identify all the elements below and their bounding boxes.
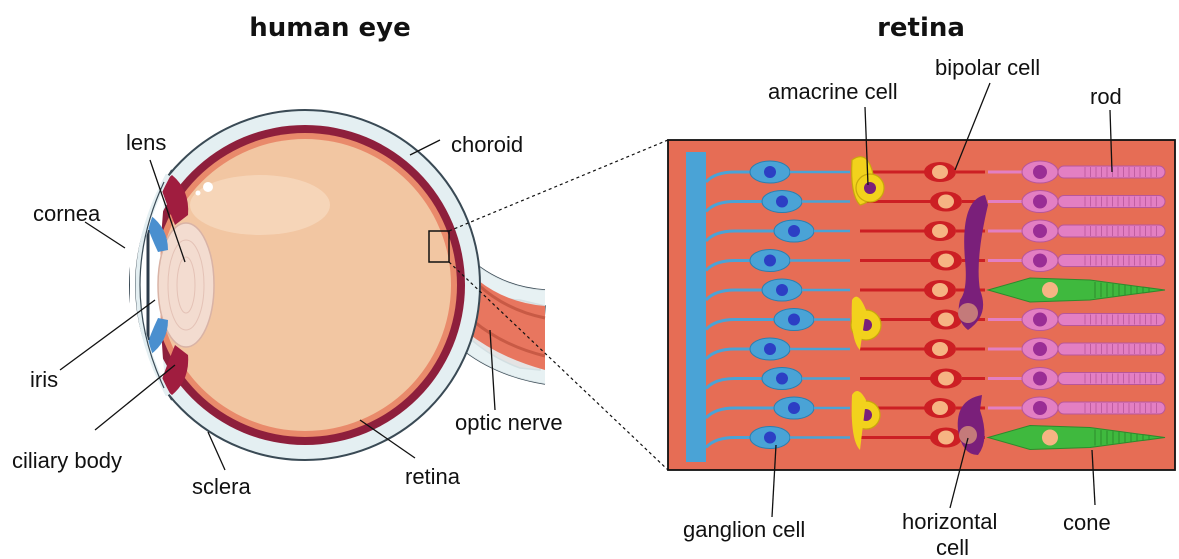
label-choroid: choroid [451, 132, 523, 157]
label-optic-nerve: optic nerve [455, 410, 563, 435]
label-cone: cone [1063, 510, 1111, 535]
cone-nucleus [1042, 430, 1058, 446]
bipolar-nucleus [932, 342, 948, 356]
label-eye-retina: retina [405, 464, 461, 489]
label-iris: iris [30, 367, 58, 392]
human-eye-illustration [130, 110, 545, 460]
rod-nucleus [1033, 224, 1047, 238]
label-cornea: cornea [33, 201, 101, 226]
nerve-fiber-layer [686, 152, 706, 462]
rod-nucleus [1033, 195, 1047, 209]
ganglion-nucleus [764, 255, 776, 267]
cone-nucleus [1042, 282, 1058, 298]
bipolar-nucleus [932, 165, 948, 179]
bipolar-nucleus [938, 313, 954, 327]
rod-outer-segment [1058, 373, 1165, 385]
ganglion-nucleus [764, 343, 776, 355]
retina-title: retina [877, 13, 965, 43]
retina-background [668, 140, 1175, 470]
ganglion-nucleus [776, 196, 788, 208]
bipolar-nucleus [938, 254, 954, 268]
ganglion-nucleus [788, 314, 800, 326]
label-rod: rod [1090, 84, 1122, 109]
bipolar-nucleus [938, 195, 954, 209]
zoom-line-bottom [449, 262, 668, 470]
bipolar-nucleus [938, 372, 954, 386]
rod-outer-segment [1058, 255, 1165, 267]
rod-nucleus [1033, 342, 1047, 356]
bipolar-nucleus [938, 431, 954, 445]
ganglion-nucleus [776, 284, 788, 296]
bipolar-nucleus [932, 401, 948, 415]
rod-nucleus [1033, 401, 1047, 415]
rod-nucleus [1033, 372, 1047, 386]
rod-outer-segment [1058, 343, 1165, 355]
label-bipolar-cell: bipolar cell [935, 55, 1040, 80]
rod-nucleus [1033, 254, 1047, 268]
rod-nucleus [1033, 165, 1047, 179]
rod-outer-segment [1058, 402, 1165, 414]
label-sclera: sclera [192, 474, 251, 499]
label-horizontal-cell-line2: cell [936, 535, 969, 559]
label-lens: lens [126, 130, 166, 155]
bipolar-nucleus [932, 283, 948, 297]
rod-nucleus [1033, 313, 1047, 327]
rod-outer-segment [1058, 225, 1165, 237]
rod-outer-segment [1058, 196, 1165, 208]
label-horizontal-cell-line1: horizontal [902, 509, 997, 534]
retina-panel [668, 140, 1175, 470]
label-amacrine-cell: amacrine cell [768, 79, 898, 104]
ganglion-nucleus [776, 373, 788, 385]
label-ganglion-cell: ganglion cell [683, 517, 805, 542]
ganglion-nucleus [788, 225, 800, 237]
ganglion-nucleus [764, 432, 776, 444]
rod-outer-segment [1058, 314, 1165, 326]
ganglion-nucleus [788, 402, 800, 414]
eye-title: human eye [249, 13, 410, 43]
label-ciliary-body: ciliary body [12, 448, 122, 473]
ganglion-nucleus [764, 166, 776, 178]
bipolar-nucleus [932, 224, 948, 238]
